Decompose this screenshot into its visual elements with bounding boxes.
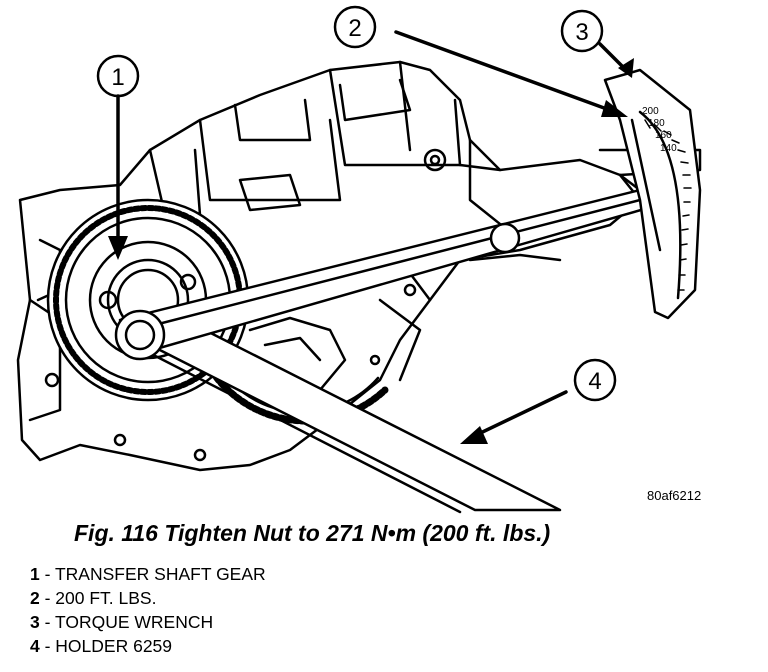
torque-scale	[603, 68, 702, 320]
scale-label-180: 180	[648, 118, 665, 129]
legend-item-number: 1	[30, 564, 40, 584]
legend-item-number: 2	[30, 588, 40, 608]
legend-item: 2 - 200 FT. LBS.	[30, 586, 266, 610]
legend-item-text: TRANSFER SHAFT GEAR	[54, 564, 266, 584]
image-reference-id: 80af6212	[647, 488, 702, 503]
arrowhead-1	[108, 236, 128, 260]
legend-item-text: 200 FT. LBS.	[55, 588, 157, 608]
arrowhead-2	[601, 100, 628, 117]
callout-circle-4	[573, 358, 617, 402]
callout-number-1: 1	[111, 64, 124, 91]
callout-circle-2	[333, 5, 377, 49]
legend-item-number: 4	[30, 636, 40, 656]
arrowhead-4	[460, 426, 488, 444]
service-illustration: 1 2 3 4 200 180 160 140	[16, 5, 702, 514]
scale-label-200: 200	[642, 106, 659, 117]
legend-item-separator: -	[39, 588, 56, 608]
arrowhead-3	[618, 58, 634, 78]
callout-circle-3	[560, 9, 604, 53]
legend-item-separator: -	[39, 612, 55, 632]
callout-number-2: 2	[348, 15, 361, 42]
legend-item-number: 3	[30, 612, 40, 632]
callout-number-3: 3	[575, 19, 588, 46]
leader-line-4	[468, 390, 568, 440]
legend-item-text: TORQUE WRENCH	[54, 612, 214, 632]
scale-label-140: 140	[660, 143, 677, 154]
legend-item-separator: -	[39, 636, 56, 656]
legend-item: 1 - TRANSFER SHAFT GEAR	[30, 562, 266, 586]
legend-item-separator: -	[39, 564, 55, 584]
scale-label-160: 160	[655, 130, 672, 141]
legend-item-text: HOLDER 6259	[55, 636, 173, 656]
leader-line-2	[394, 30, 617, 114]
legend-item: 4 - HOLDER 6259	[30, 634, 266, 658]
callout-number-4: 4	[588, 368, 601, 395]
figure-caption: Fig. 116 Tighten Nut to 271 N•m (200 ft.…	[74, 520, 551, 546]
callout-legend: 1 - TRANSFER SHAFT GEAR 2 - 200 FT. LBS.…	[30, 562, 266, 658]
legend-item: 3 - TORQUE WRENCH	[30, 610, 266, 634]
